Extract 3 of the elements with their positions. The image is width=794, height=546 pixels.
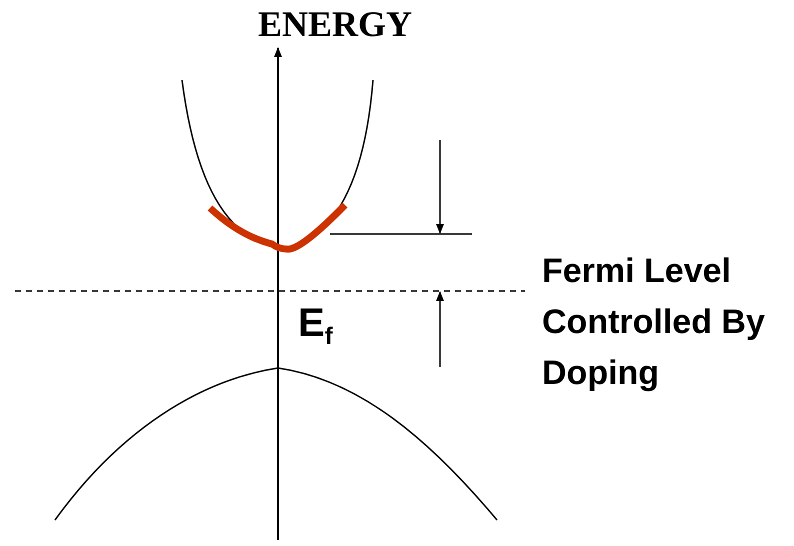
axis-title: ENERGY: [256, 4, 414, 44]
fermi-energy-symbol: E$_{f}$: [298, 300, 333, 352]
annotation-text: Fermi Level Controlled By Doping: [542, 251, 766, 394]
